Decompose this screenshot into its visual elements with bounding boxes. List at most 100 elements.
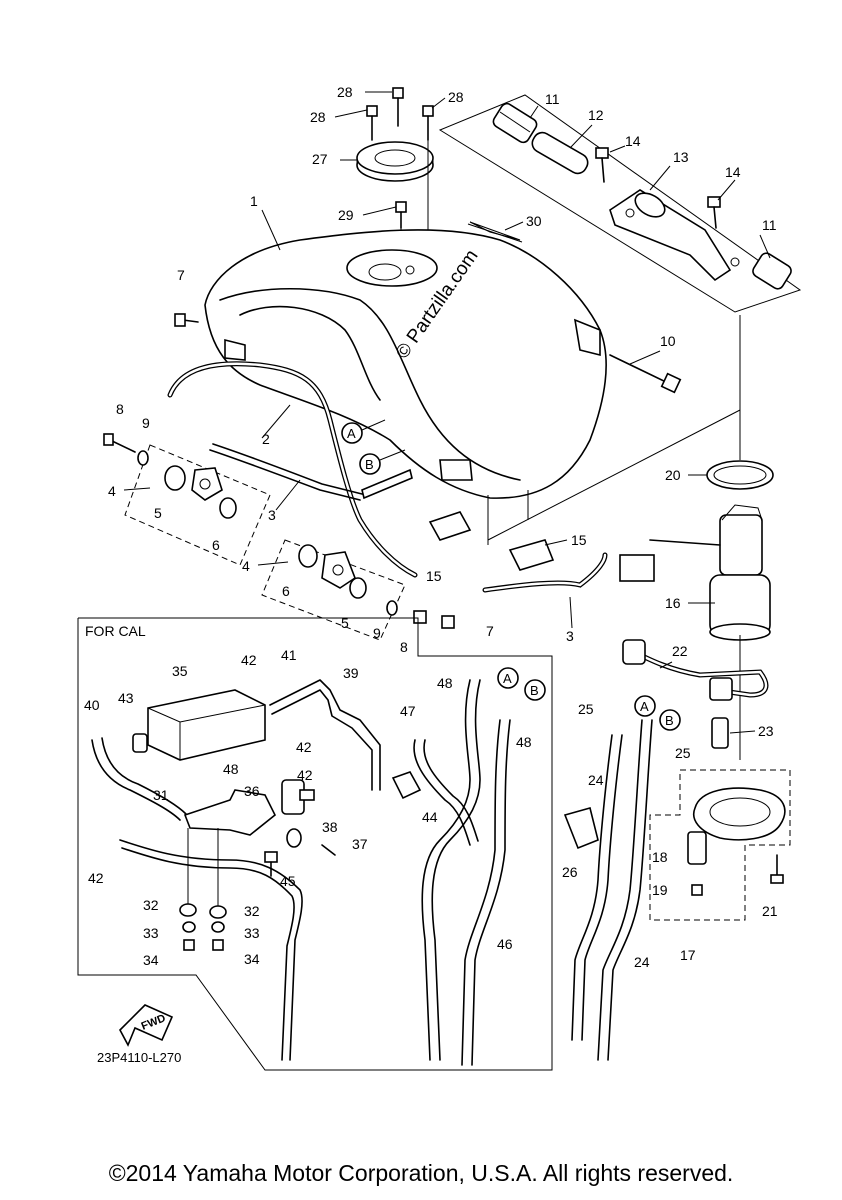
bolt-28-top xyxy=(392,87,404,127)
callout-14b: 14 xyxy=(725,164,741,180)
callout-34a: 34 xyxy=(143,952,159,968)
bracket-31 xyxy=(183,789,277,836)
callout-10: 10 xyxy=(660,333,676,349)
callout-33a: 33 xyxy=(143,925,159,941)
connector-b-1: B xyxy=(359,449,406,475)
bolt-29 xyxy=(395,201,407,229)
callout-32b: 32 xyxy=(244,903,260,919)
callout-16: 16 xyxy=(665,595,681,611)
callout-4b: 4 xyxy=(242,558,250,574)
callout-15b: 15 xyxy=(571,532,587,548)
callout-25a: 25 xyxy=(578,701,594,717)
callout-11a: 11 xyxy=(545,91,560,107)
callout-28a: 28 xyxy=(337,84,353,100)
fuel-tank xyxy=(204,221,741,545)
svg-text:A: A xyxy=(640,699,649,714)
copyright-notice: ©2014 Yamaha Motor Corporation, U.S.A. A… xyxy=(108,1160,734,1186)
bracket-13 xyxy=(609,189,740,282)
connector-a-1: A xyxy=(341,419,386,444)
connector-a-3: A xyxy=(634,695,656,717)
callout-7a: 7 xyxy=(177,267,185,283)
svg-text:B: B xyxy=(665,713,674,728)
callout-2: 2 xyxy=(262,431,270,447)
callout-9a: 9 xyxy=(142,415,150,431)
callout-28c: 28 xyxy=(448,89,464,105)
callout-44: 44 xyxy=(422,809,438,825)
callout-3a: 3 xyxy=(268,507,276,523)
hose-2 xyxy=(167,361,418,578)
callout-42b: 42 xyxy=(296,739,312,755)
callout-31: 31 xyxy=(153,787,169,803)
callout-35: 35 xyxy=(172,663,188,679)
callouts: 1 2 3 3 4 4 5 5 6 6 7 7 8 8 9 9 10 11 11… xyxy=(84,84,778,970)
svg-text:B: B xyxy=(365,457,374,472)
callout-19: 19 xyxy=(652,882,668,898)
svg-text:A: A xyxy=(503,671,512,686)
collar-12 xyxy=(531,131,589,175)
callout-14a: 14 xyxy=(625,133,641,149)
cushions-15 xyxy=(428,511,555,571)
bolt-45 xyxy=(264,851,278,877)
leader-lines xyxy=(123,91,771,734)
callout-25b: 25 xyxy=(675,745,691,761)
svg-text:B: B xyxy=(530,683,539,698)
tank-mount-assembly xyxy=(438,94,802,394)
bolt-10 xyxy=(609,354,682,394)
callout-1: 1 xyxy=(250,193,258,209)
clip-26 xyxy=(563,807,599,850)
callout-6a: 6 xyxy=(212,537,220,553)
callout-7b: 7 xyxy=(486,623,494,639)
damper-group-left xyxy=(124,444,271,566)
callout-5b: 5 xyxy=(341,615,349,631)
callout-28b: 28 xyxy=(310,109,326,125)
callout-26: 26 xyxy=(562,864,578,880)
pump-bracket-17 xyxy=(649,769,791,921)
callout-12: 12 xyxy=(588,107,604,123)
callout-48a: 48 xyxy=(437,675,453,691)
hose-3-right xyxy=(482,552,608,593)
callout-48b: 48 xyxy=(516,734,532,750)
callout-24b: 24 xyxy=(634,954,650,970)
callout-41: 41 xyxy=(281,647,297,663)
callout-4a: 4 xyxy=(108,483,116,499)
callout-8b: 8 xyxy=(400,639,408,655)
bolt-14-right xyxy=(707,196,721,229)
callout-15a: 15 xyxy=(426,568,442,584)
callout-40: 40 xyxy=(84,697,100,713)
callout-33b: 33 xyxy=(244,925,260,941)
callout-45: 45 xyxy=(280,873,296,889)
svg-text:A: A xyxy=(347,426,356,441)
callout-29: 29 xyxy=(338,207,354,223)
for-cal-area: FWD FOR CAL 23P4110-L270 xyxy=(77,617,553,1071)
callout-27: 27 xyxy=(312,151,328,167)
callout-17: 17 xyxy=(680,947,696,963)
callout-3b: 3 xyxy=(566,628,574,644)
callout-36: 36 xyxy=(244,783,260,799)
callout-23: 23 xyxy=(758,723,774,739)
callout-5a: 5 xyxy=(154,505,162,521)
callout-38: 38 xyxy=(322,819,338,835)
connector-b-2: B xyxy=(524,679,546,701)
connector-a-2: A xyxy=(497,667,519,689)
bolt-14-left xyxy=(595,147,609,183)
cushion-11-right xyxy=(752,252,792,290)
bolt-28-left xyxy=(366,105,378,141)
damper-group-right xyxy=(261,539,406,641)
callout-32a: 32 xyxy=(143,897,159,913)
bolts-8-9-7 xyxy=(103,313,455,629)
callout-34b: 34 xyxy=(244,951,260,967)
callout-11b: 11 xyxy=(762,217,777,233)
callout-9b: 9 xyxy=(373,625,381,641)
hose-3-left xyxy=(209,443,363,501)
callout-42c: 42 xyxy=(297,767,313,783)
callout-37: 37 xyxy=(352,836,368,852)
strip-b xyxy=(361,468,413,500)
callout-42a: 42 xyxy=(241,652,257,668)
clip-44 xyxy=(391,771,422,800)
fwd-arrow: FWD xyxy=(119,1004,174,1047)
callout-48c: 48 xyxy=(223,761,239,777)
callout-43: 43 xyxy=(118,690,134,706)
callout-13: 13 xyxy=(673,149,689,165)
bolt-28-right xyxy=(422,105,434,141)
